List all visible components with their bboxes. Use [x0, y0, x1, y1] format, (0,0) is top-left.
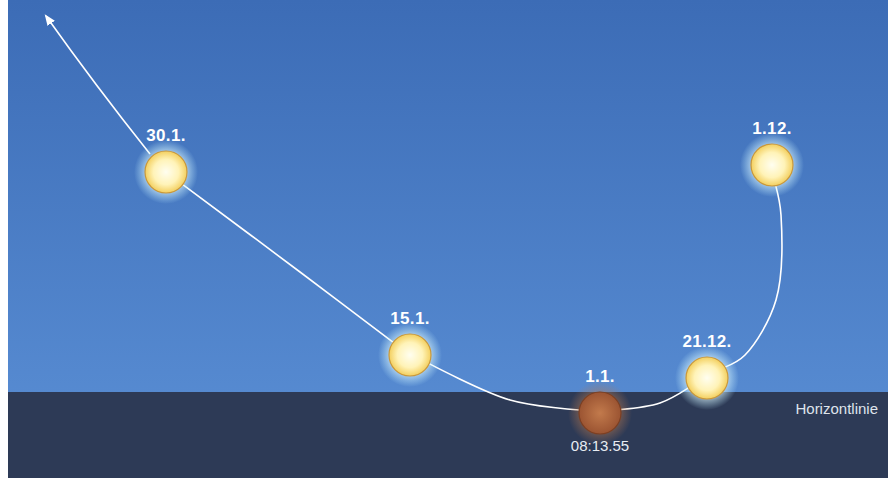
- sun-disc: [675, 346, 739, 410]
- sun-position: 15.1.: [378, 309, 442, 387]
- sun-path-line: [725, 186, 782, 367]
- date-label: 21.12.: [682, 332, 731, 352]
- date-label: 15.1.: [390, 309, 429, 329]
- sun-disc: [740, 133, 804, 197]
- path-continuation-arrow: [46, 16, 150, 154]
- date-label: 1.1.: [585, 367, 615, 387]
- sky-ground: [8, 0, 888, 478]
- sun-path-line: [183, 185, 393, 343]
- sun-disc: [134, 140, 198, 204]
- sun-position: 1.12.: [740, 119, 804, 197]
- sun-position: 21.12.: [675, 332, 739, 410]
- sun-path-line: [429, 364, 579, 410]
- sun-position: 30.1.: [134, 126, 198, 204]
- horizon-label: Horizontlinie: [795, 400, 878, 418]
- sun-below-horizon: [568, 381, 632, 445]
- sun-position: 1.1. 08:13.55: [568, 367, 632, 455]
- horizon-band: [8, 392, 888, 478]
- date-label: 30.1.: [146, 126, 185, 146]
- time-label: 08:13.55: [571, 437, 629, 455]
- sun-disc: [378, 323, 442, 387]
- date-label: 1.12.: [752, 119, 791, 139]
